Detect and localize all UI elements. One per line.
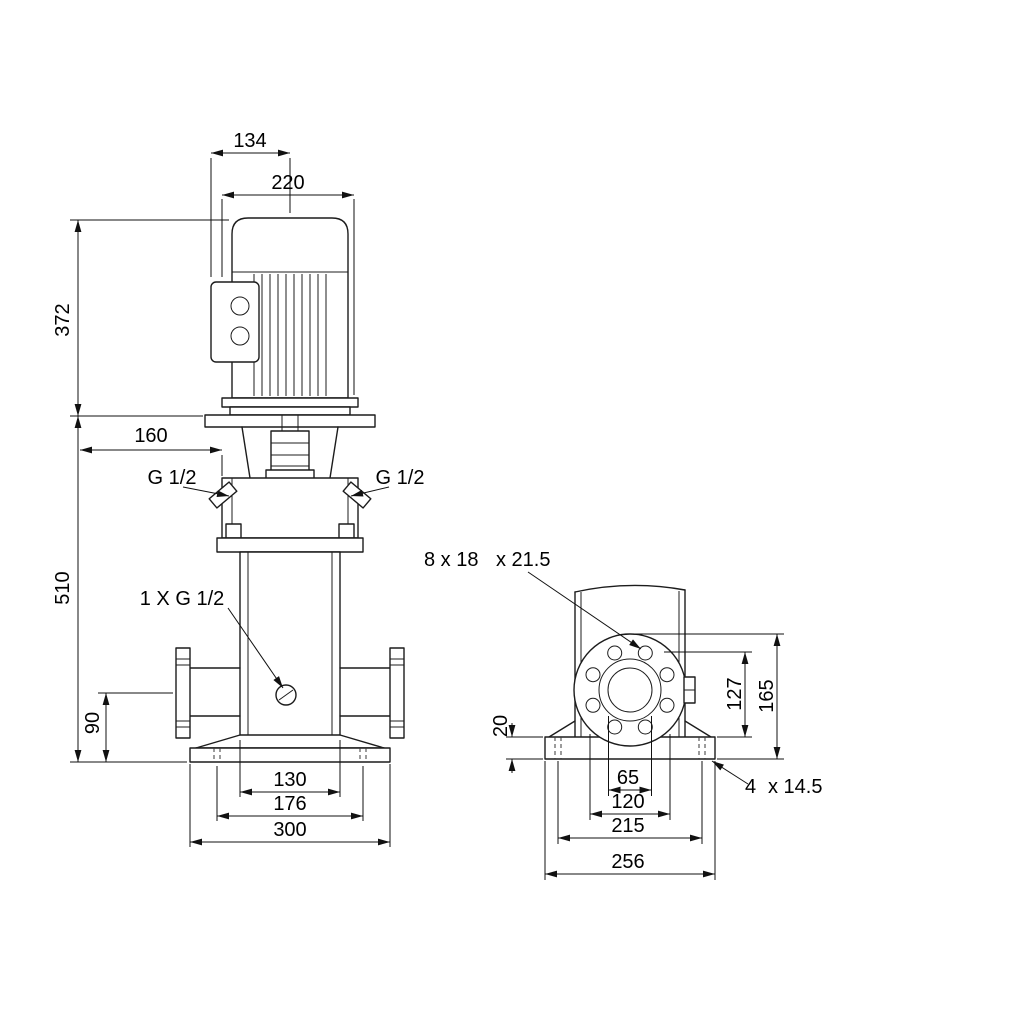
port-left-label: G 1/2: [148, 467, 197, 489]
side-view: 8 x 18 x 21.5 20 127 165 4 x 14.5 65 120…: [424, 549, 822, 880]
dim-134-label: 134: [233, 130, 266, 152]
dim-160: [80, 446, 223, 476]
dim-20: [506, 723, 543, 773]
leader-base-hole: [711, 760, 749, 785]
dim-300: [189, 764, 391, 847]
base-hole-size-label: x 14.5: [768, 776, 822, 798]
dim-90: [98, 692, 173, 762]
pump-base-front: [189, 734, 391, 763]
dim-176-label: 176: [273, 793, 306, 815]
dim-165: [633, 633, 784, 760]
dim-300-label: 300: [273, 819, 306, 841]
dim-130: [239, 740, 341, 797]
dim-127: [664, 651, 752, 738]
dim-20-label: 20: [490, 715, 512, 737]
chamber-sleeve: [239, 551, 341, 736]
dim-215: [557, 761, 703, 844]
drain-plug: [275, 684, 297, 706]
dim-165-label: 165: [756, 679, 778, 712]
dim-215-label: 215: [611, 815, 644, 837]
dim-160-label: 160: [134, 425, 167, 447]
pump-base-side: [544, 720, 716, 760]
dim-510: [70, 415, 203, 763]
dim-65-label: 65: [617, 767, 639, 789]
flange-face: [573, 633, 687, 747]
dim-130-label: 130: [273, 769, 306, 791]
suction-flange-left: [175, 647, 241, 739]
dim-65: [608, 716, 652, 796]
dim-176: [216, 766, 364, 821]
dim-256-label: 256: [611, 851, 644, 873]
dim-127-label: 127: [724, 677, 746, 710]
leader-drain: [227, 607, 284, 689]
dim-90-label: 90: [82, 712, 104, 734]
front-view: 134 220 372 510 90 160 G 1/2 G 1/2 1 X G…: [52, 130, 424, 847]
discharge-flange-right: [339, 647, 405, 739]
bolt-pattern-label: 8 x 18: [424, 549, 478, 571]
port-right-label: G 1/2: [376, 467, 425, 489]
dim-256: [544, 761, 716, 880]
pump-head: [208, 469, 372, 553]
dim-134: [210, 149, 291, 277]
dim-120-label: 120: [611, 791, 644, 813]
dim-120: [589, 734, 671, 820]
motor-stool: [204, 414, 376, 479]
dim-372: [70, 219, 229, 416]
leader-port-right: [350, 486, 390, 497]
drain-label: 1 X G 1/2: [140, 588, 225, 610]
base-hole-count-label: 4: [745, 776, 756, 798]
side-tab: [683, 676, 696, 704]
terminal-box: [210, 281, 260, 363]
dim-220: [221, 191, 355, 395]
dim-510-label: 510: [52, 571, 74, 604]
leader-bolt-holes: [527, 571, 642, 650]
bolt-depth-label: x 21.5: [496, 549, 550, 571]
motor: [221, 217, 359, 416]
dim-220-label: 220: [271, 172, 304, 194]
dim-372-label: 372: [52, 303, 74, 336]
leader-port-left: [182, 486, 230, 498]
